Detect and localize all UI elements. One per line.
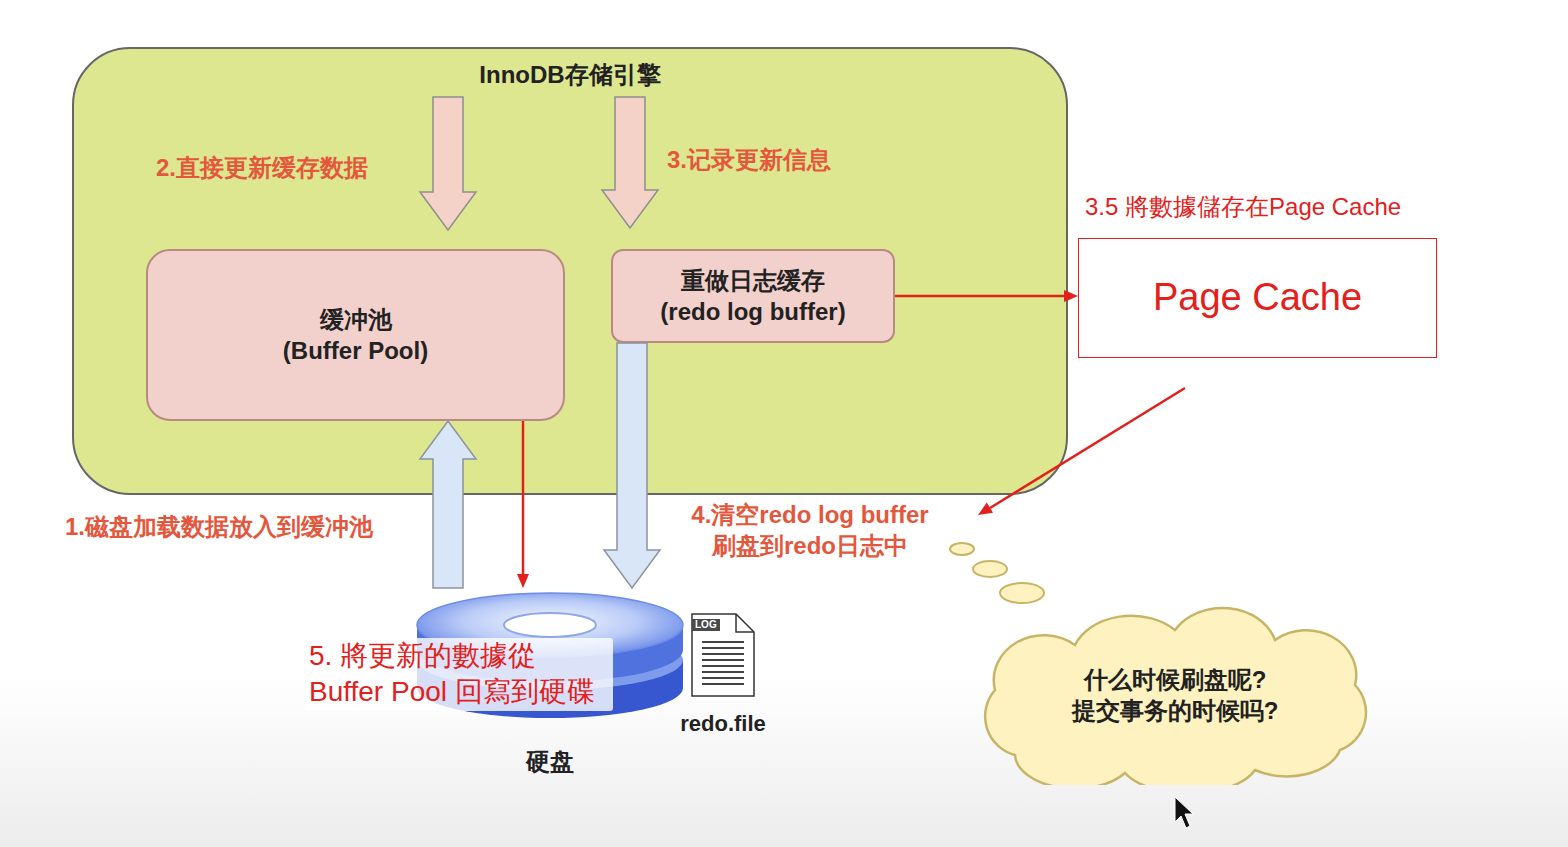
file-line bbox=[702, 641, 744, 643]
mouse-cursor bbox=[1175, 797, 1193, 828]
step-label-holder: 5. 將更新的數據從 Buffer Pool 回寫到硬碟 bbox=[305, 638, 613, 711]
step-label-holder: 1.磁盘加载数据放入到缓冲池 bbox=[65, 511, 373, 542]
connector bbox=[420, 421, 476, 588]
box-heading: 3.5 將數據儲存在Page Cache bbox=[1085, 191, 1401, 222]
cloud-shape bbox=[955, 605, 1395, 785]
step-label-holder: 3.记录更新信息 bbox=[667, 144, 831, 175]
file-line bbox=[702, 665, 744, 667]
hollow-arrow bbox=[420, 421, 476, 588]
cloud-outline bbox=[985, 608, 1366, 785]
redo-log-buffer-box: 重做日志缓存 (redo log buffer) bbox=[611, 249, 895, 343]
redo-file-node: LOG redo.file bbox=[668, 612, 778, 742]
container-title: InnoDB存储引擎 bbox=[74, 59, 1066, 90]
cloud-text: 什么时候刷盘呢? 提交事务的时候吗? bbox=[1065, 664, 1285, 726]
file-line bbox=[702, 647, 744, 649]
file-sheet bbox=[692, 614, 754, 696]
disk-label: 硬盘 bbox=[415, 746, 685, 777]
storage-engine-container: InnoDB存储引擎缓冲池 (Buffer Pool) 重做日志缓存 (redo … bbox=[72, 47, 1068, 495]
file-fold bbox=[736, 614, 754, 632]
box-label: Page Cache bbox=[1153, 273, 1362, 322]
file-tag-holder: LOG bbox=[692, 619, 720, 631]
box-heading-holder: 3.5 將數據儲存在Page Cache bbox=[1085, 191, 1401, 222]
disk-label-holder: 硬盘 bbox=[415, 746, 685, 777]
buffer-pool-box: 缓冲池 (Buffer Pool) bbox=[146, 249, 565, 421]
step-label-holder: 2.直接更新缓存数据 bbox=[156, 152, 368, 183]
arrowhead bbox=[1064, 290, 1078, 302]
leader-line bbox=[990, 388, 1185, 508]
box-label: 缓冲池 (Buffer Pool) bbox=[280, 304, 432, 366]
step-label: 5. 將更新的數據從 Buffer Pool 回寫到硬碟 bbox=[305, 638, 613, 711]
record-update-arrow bbox=[602, 97, 658, 228]
container-title-holder: InnoDB存储引擎 bbox=[74, 59, 1066, 90]
file-line bbox=[702, 671, 744, 673]
arrow-line bbox=[895, 295, 1064, 298]
disk-hole bbox=[504, 613, 596, 637]
file-line bbox=[702, 653, 744, 655]
arrowhead bbox=[517, 574, 529, 588]
connector bbox=[604, 343, 660, 588]
step-label: 2.直接更新缓存数据 bbox=[156, 152, 368, 183]
step-label: 3.记录更新信息 bbox=[667, 144, 831, 175]
arrow-line bbox=[522, 421, 525, 574]
file-label: redo.file bbox=[668, 710, 778, 739]
file-line bbox=[702, 683, 744, 685]
connector bbox=[517, 421, 529, 588]
step-label: 1.磁盘加载数据放入到缓冲池 bbox=[65, 511, 373, 542]
thought-cloud: 什么时候刷盘呢? 提交事务的时候吗? bbox=[955, 605, 1395, 785]
box-label: 重做日志缓存 (redo log buffer) bbox=[656, 265, 851, 327]
thought-bubble bbox=[950, 543, 974, 555]
step-label: 4.清空redo log buffer 刷盘到redo日志中 bbox=[660, 499, 960, 561]
thought-bubble bbox=[973, 561, 1007, 577]
file-line bbox=[702, 659, 744, 661]
connector bbox=[895, 290, 1078, 302]
hollow-arrow bbox=[604, 343, 660, 588]
page-cache-box: 3.5 將數據儲存在Page CachePage Cache bbox=[1078, 238, 1437, 358]
file-line bbox=[702, 677, 744, 679]
file-label-holder: redo.file bbox=[668, 710, 778, 739]
thought-bubble bbox=[1000, 583, 1044, 603]
step-label-holder: 4.清空redo log buffer 刷盘到redo日志中 bbox=[660, 499, 960, 561]
file-tag: LOG bbox=[692, 619, 720, 631]
update-cache-arrow bbox=[420, 97, 476, 230]
leader-arrowhead bbox=[978, 503, 993, 515]
